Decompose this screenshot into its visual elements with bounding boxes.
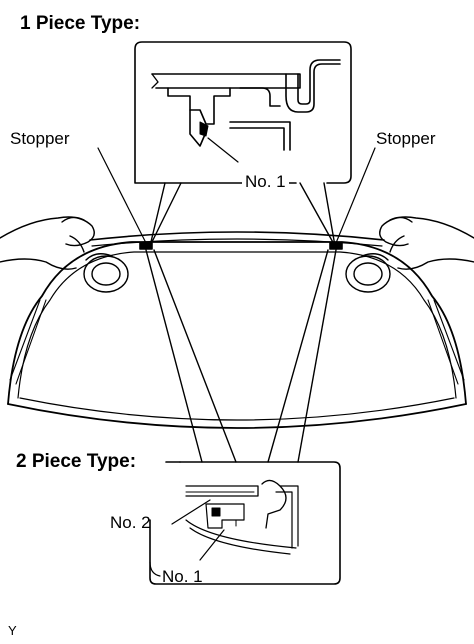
no2-label-bottom: No. 2	[110, 513, 151, 532]
stopper-label-left: Stopper	[10, 129, 70, 148]
window-outline	[7, 231, 467, 429]
one-piece-type-heading: 1 Piece Type:	[20, 13, 141, 34]
no1-label-top: No. 1	[242, 173, 289, 190]
callout-box-bottom	[149, 461, 341, 585]
stopper-marks	[97, 147, 376, 250]
right-hand-suction-cup	[345, 216, 474, 293]
corner-mark: Y	[8, 623, 17, 638]
stopper-label-right: Stopper	[376, 129, 436, 148]
two-piece-type-heading: 2 Piece Type:	[16, 451, 137, 472]
no1-label-bottom: No. 1	[162, 567, 203, 586]
callout-box-top	[134, 41, 352, 247]
left-hand-suction-cup	[0, 216, 129, 293]
callout-wedges-bottom	[145, 249, 337, 463]
